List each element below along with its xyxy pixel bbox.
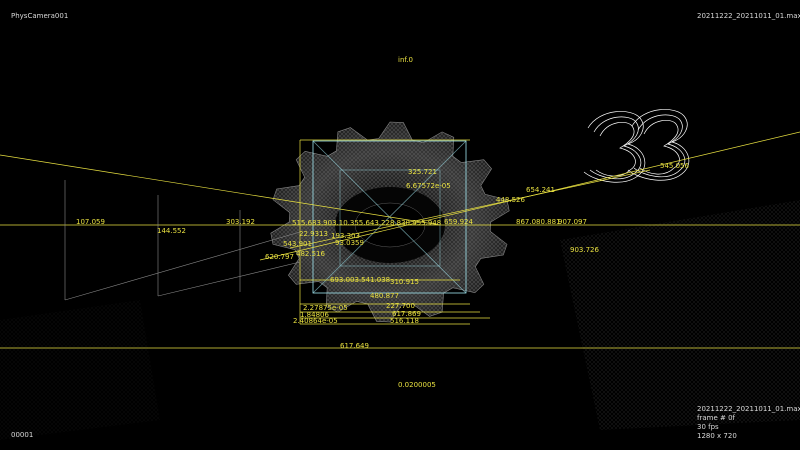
- info-resolution: 1280 x 720: [697, 432, 737, 440]
- label-lower-e: 1.84806: [300, 311, 329, 319]
- measure-labels: inf.0 0.0200005 107.059 144.552 303.192 …: [76, 56, 689, 389]
- label-left-far: 107.059: [76, 218, 105, 226]
- label-center-e: 93.0359: [335, 239, 364, 247]
- scene-file-name: 20211222_20211011_01.max: [697, 12, 800, 20]
- label-left-mid: 144.552: [157, 227, 186, 235]
- label-bottom-line: 617.649: [340, 342, 369, 350]
- label-right-f: 545.056: [660, 162, 689, 170]
- label-lower-f: 2.40864e-05: [293, 317, 338, 325]
- label-right-c: 903.726: [570, 246, 599, 254]
- camera-name[interactable]: PhysCamera001: [11, 12, 69, 20]
- label-lower-c: 480.877: [370, 292, 399, 300]
- label-cluster: 515.683.903.10.355.643.228.830.955.948: [292, 219, 441, 227]
- info-fps: 30 fps: [697, 423, 719, 431]
- camera-frame-box: [312, 140, 467, 294]
- render-info-block: 20211222_20211011_01.max frame # 0f 30 f…: [697, 405, 800, 441]
- label-right-a: 867.080.881: [516, 218, 561, 226]
- label-lower-b: 310.915: [390, 278, 419, 286]
- label-bottom: 0.0200005: [398, 381, 436, 389]
- label-inf: inf.0: [398, 56, 413, 64]
- label-left-near: 303.192: [226, 218, 255, 226]
- label-lower-d: 2.27875e-05: [303, 304, 348, 312]
- label-center-c: 22.9313: [299, 230, 328, 238]
- label-right-e: 448.526: [496, 196, 525, 204]
- label-center-a: 325.721: [408, 168, 437, 176]
- gear-mesh-object: [270, 121, 510, 323]
- label-right-b: 907.097: [558, 218, 587, 226]
- guide-lines: [64, 180, 301, 301]
- label-center-i: 659.924: [444, 218, 473, 226]
- label-center-h: 482.516: [296, 250, 325, 258]
- label-center-d: 193.303: [331, 232, 360, 240]
- label-right-d: 654.241: [526, 186, 555, 194]
- info-file: 20211222_20211011_01.max: [697, 405, 800, 413]
- label-lower-a: 693.003.541.038: [330, 276, 390, 284]
- info-frame: frame # 0f: [697, 414, 735, 422]
- frame-counter: 00001: [11, 431, 34, 439]
- label-center-b: 6.67572e-05: [406, 182, 451, 190]
- background-mesh: [0, 200, 800, 440]
- wireframe-logo: [583, 109, 690, 183]
- label-lower-g: 227.700: [386, 302, 415, 310]
- label-lower-i: 516.118: [390, 317, 419, 325]
- measure-lines: [0, 131, 800, 349]
- label-lower-h: 617.869: [392, 310, 421, 318]
- label-center-g: 620.797: [265, 253, 294, 261]
- label-center-f: 543.901: [283, 240, 312, 248]
